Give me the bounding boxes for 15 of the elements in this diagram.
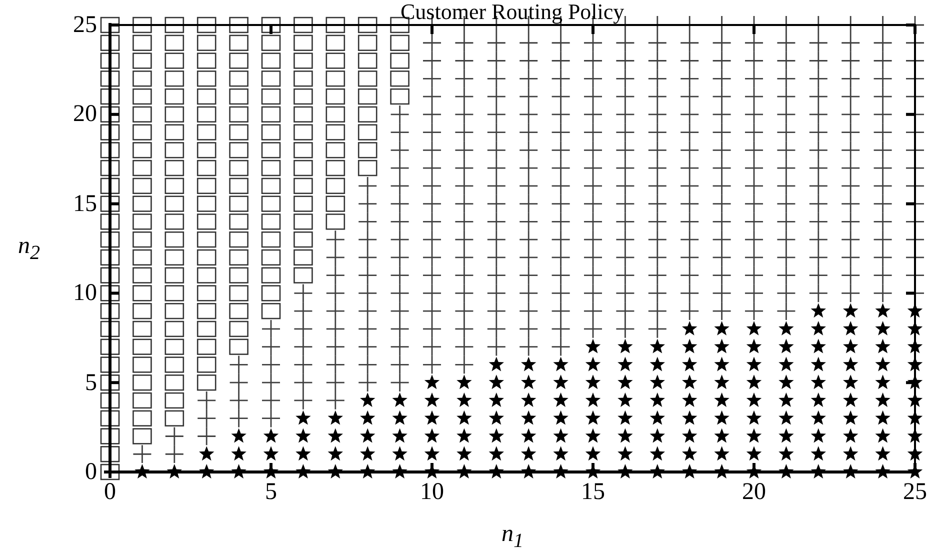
tick-label: 10 [420, 480, 444, 504]
axis-title: n$_{2}$ [18, 234, 40, 263]
tick-label: 20 [73, 102, 97, 126]
tick-label: 5 [265, 480, 277, 504]
tick-label: 25 [73, 13, 97, 37]
tick-label: 10 [73, 281, 97, 306]
axis-title: n$_{1}$ [502, 522, 524, 550]
chart-title: Customer Routing Policy [400, 1, 624, 23]
tick-label: 25 [903, 480, 927, 504]
tick-label: 20 [742, 480, 766, 504]
tick-label: 15 [73, 192, 97, 216]
tick-label: 0 [85, 460, 97, 484]
tick-label: 5 [85, 370, 97, 395]
tick-label: 0 [104, 480, 116, 504]
tick-label: 15 [581, 480, 605, 504]
